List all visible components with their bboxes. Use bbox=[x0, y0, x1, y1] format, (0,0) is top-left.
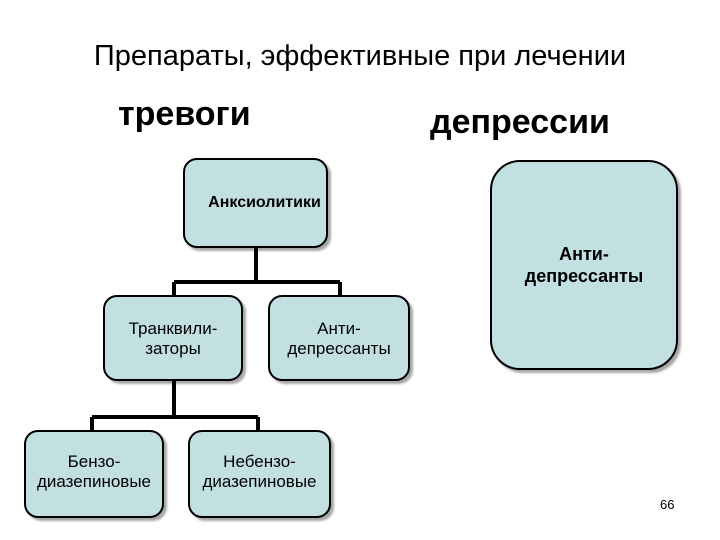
node-anxiolytics-label: Анксиолитики bbox=[208, 194, 321, 212]
heading-anxiety: тревоги bbox=[118, 95, 251, 133]
heading-depression: депрессии bbox=[430, 103, 610, 141]
node-benzodiazepines-label: Бензо- диазепиновые bbox=[37, 452, 151, 492]
node-anxiolytics: Анксиолитики bbox=[183, 158, 328, 248]
node-nonbenzodiazepines: Небензо- диазепиновые bbox=[188, 430, 331, 518]
page-number: 66 bbox=[660, 497, 675, 512]
node-tranquilizers-label: Транквили- заторы bbox=[128, 319, 218, 359]
node-antidepressants-anxiety-label: Анти- депрессанты bbox=[287, 319, 391, 359]
node-benzodiazepines: Бензо- диазепиновые bbox=[24, 430, 164, 518]
node-antidepressants-depression: Анти- депрессанты bbox=[490, 160, 678, 370]
node-antidepressants-depression-label: Анти- депрессанты bbox=[524, 244, 644, 286]
node-antidepressants-anxiety: Анти- депрессанты bbox=[268, 295, 410, 381]
node-nonbenzodiazepines-label: Небензо- диазепиновые bbox=[202, 452, 317, 492]
node-tranquilizers: Транквили- заторы bbox=[103, 295, 243, 381]
slide-title: Препараты, эффективные при лечении bbox=[93, 40, 627, 72]
